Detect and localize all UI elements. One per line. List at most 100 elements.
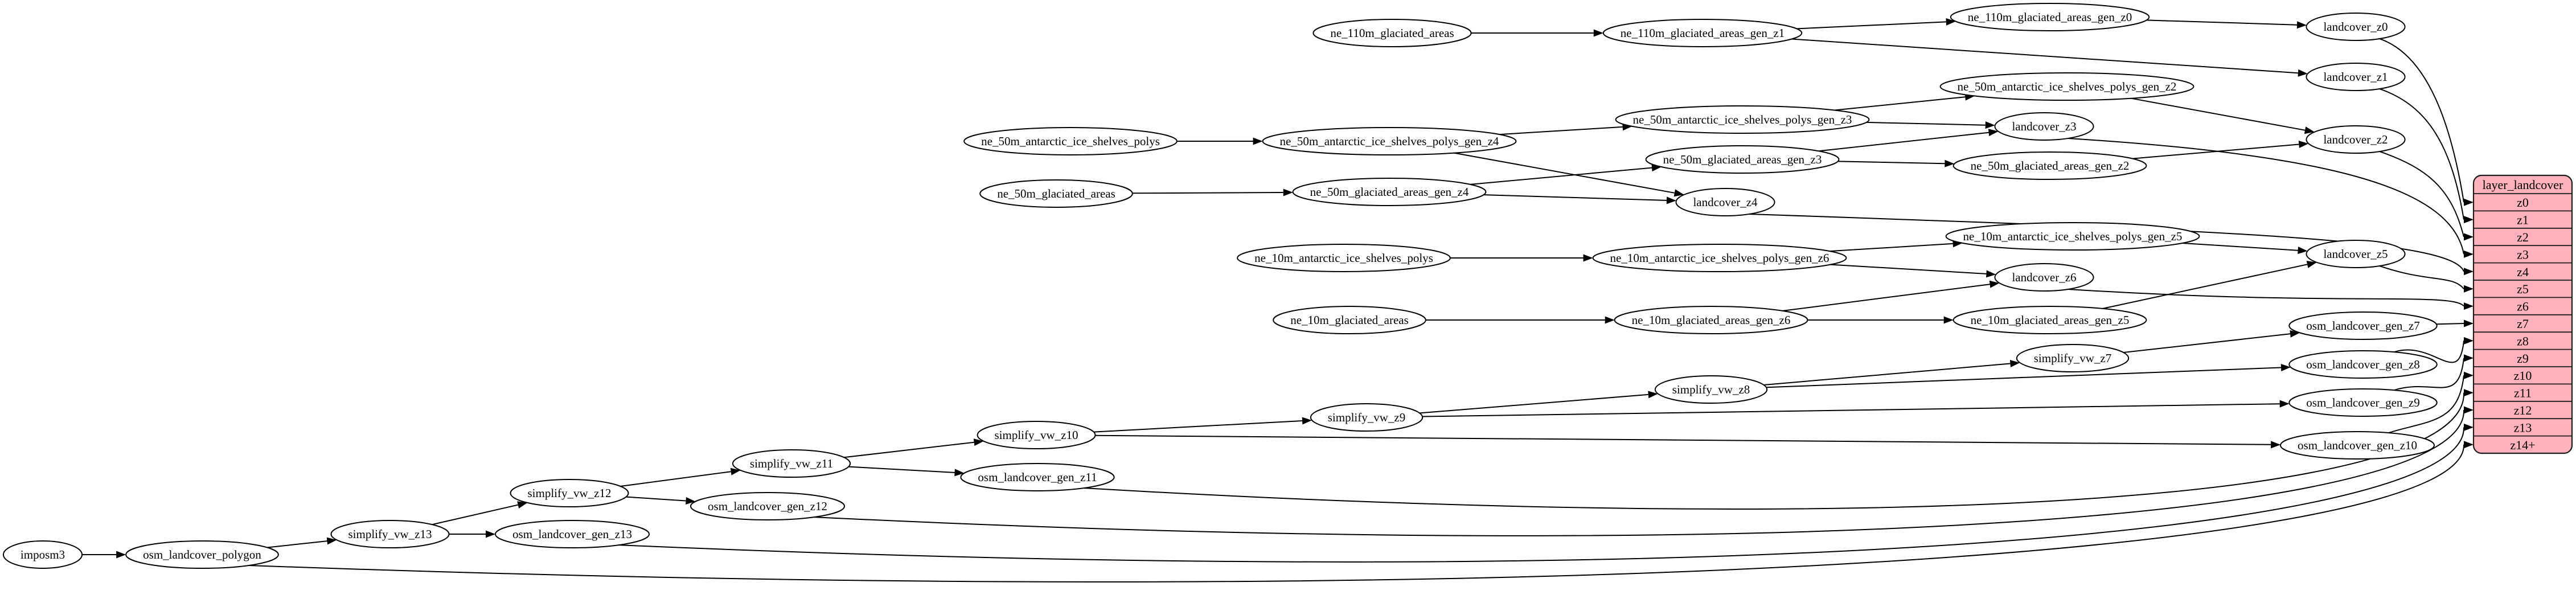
node-label: ne_10m_glaciated_areas_gen_z6: [1632, 313, 1791, 327]
arrowhead-icon: [1988, 129, 1999, 137]
node-ellipse: [2, 540, 83, 569]
edge-landcover_z1-to-z1: [2379, 88, 2474, 224]
node-ellipse: [2288, 350, 2438, 379]
table-layer: layer_landcoverz0z1z2z3z4z5z6z7z8z9z10z1…: [2472, 174, 2573, 454]
edge-landcover_z6-to-z6: [2068, 289, 2474, 310]
node-ellipse: [1237, 244, 1451, 272]
edge-ne_110m_glaciated_areas-to-ne_110m_glaciated_areas_gen_z1: [1471, 29, 1603, 37]
table-row-z11: z11: [2514, 386, 2532, 400]
arrowhead-icon: [2280, 364, 2291, 372]
node-label: ne_10m_antarctic_ice_shelves_polys_gen_z…: [1963, 229, 2183, 243]
table-row-z12: z12: [2514, 403, 2532, 417]
node-label: landcover_z0: [2323, 20, 2388, 34]
graph-node-ne_110m_glaciated_areas: ne_110m_glaciated_areas: [1312, 19, 1472, 47]
node-label: osm_landcover_gen_z8: [2306, 358, 2419, 371]
edge-path: [1791, 38, 2298, 74]
node-ellipse: [977, 421, 1096, 449]
node-label: simplify_vw_z10: [995, 428, 1078, 442]
node-label: osm_landcover_gen_z12: [708, 499, 827, 513]
arrowhead-icon: [1946, 18, 1956, 26]
node-ellipse: [495, 520, 650, 548]
edge-path: [1095, 434, 2271, 445]
edge-path: [2379, 88, 2464, 220]
arrowhead-icon: [2464, 250, 2474, 258]
edge-osm_landcover_gen_z9-to-z9: [2394, 354, 2474, 391]
node-ellipse: [960, 463, 1115, 491]
arrowhead-icon: [326, 537, 337, 545]
edge-osm_landcover_gen_z12-to-z12: [814, 406, 2474, 536]
graph-node-ne_10m_antarctic_ice_shelves_polys_gen_z5: ne_10m_antarctic_ice_shelves_polys_gen_z…: [1945, 222, 2200, 251]
node-label: ne_10m_antarctic_ice_shelves_polys: [1254, 251, 1433, 265]
edge-ne_50m_antarctic_ice_shelves_polys-to-ne_50m_antarctic_ice_shelves_polys_gen_z4: [1176, 137, 1263, 145]
graph-node-osm_landcover_gen_z12: osm_landcover_gen_z12: [690, 492, 845, 520]
node-ellipse: [1273, 306, 1426, 334]
edge-path: [814, 409, 2465, 536]
graph-node-ne_50m_glaciated_areas: ne_50m_glaciated_areas: [979, 179, 1133, 208]
edge-path: [844, 441, 974, 458]
table-row-z13: z13: [2514, 420, 2532, 434]
arrowhead-icon: [2464, 233, 2474, 241]
edge-simplify_vw_z11-to-simplify_vw_z10: [844, 438, 984, 458]
node-label: ne_10m_glaciated_areas: [1290, 313, 1409, 327]
edges-layer: [82, 18, 2474, 583]
edge-path: [618, 427, 2465, 563]
graph-node-landcover_z3: landcover_z3: [1994, 112, 2094, 141]
arrowhead-icon: [2464, 423, 2474, 431]
arrowhead-icon: [2464, 441, 2474, 449]
table-row-z10: z10: [2514, 368, 2532, 383]
table-row-z2: z2: [2517, 230, 2529, 244]
arrowhead-icon: [1666, 196, 1676, 204]
arrowhead-icon: [2009, 360, 2020, 367]
edge-simplify_vw_z7-to-osm_landcover_gen_z7: [2123, 330, 2300, 353]
table-row-z8: z8: [2517, 334, 2529, 348]
edge-landcover_z4-to-z4: [1749, 214, 2474, 276]
edge-ne_10m_glaciated_areas_gen_z6-to-landcover_z6: [1782, 280, 2000, 311]
arrowhead-icon: [1986, 270, 1996, 278]
edge-ne_10m_antarctic_ice_shelves_polys_gen_z6-to-ne_10m_antarctic_ice_shelves_polys_gen_z5: [1830, 240, 1963, 252]
edge-path: [248, 444, 2465, 583]
arrowhead-icon: [2298, 69, 2308, 77]
node-label: simplify_vw_z8: [1672, 383, 1750, 396]
arrowhead-icon: [686, 497, 696, 505]
node-ellipse: [1262, 127, 1517, 155]
node-ellipse: [1615, 105, 1870, 134]
node-ellipse: [1945, 222, 2200, 251]
edge-path: [1422, 403, 2280, 417]
arrowhead-icon: [2271, 441, 2281, 449]
graph-node-simplify_vw_z11: simplify_vw_z11: [732, 449, 851, 478]
node-ellipse: [1675, 188, 1775, 216]
edge-ne_10m_antarctic_ice_shelves_polys_gen_z5-to-landcover_z5: [2182, 243, 2308, 255]
node-label: osm_landcover_polygon: [143, 548, 261, 561]
edge-ne_50m_glaciated_areas-to-ne_50m_glaciated_areas_gen_z4: [1132, 188, 1293, 196]
edge-path: [1830, 243, 1953, 252]
node-label: landcover_z6: [2012, 270, 2076, 284]
edge-path: [267, 540, 327, 548]
arrowhead-icon: [2298, 141, 2309, 149]
node-label: simplify_vw_z13: [348, 527, 432, 541]
edge-path: [1834, 96, 1966, 111]
graph-node-osm_landcover_gen_z9: osm_landcover_gen_z9: [2288, 388, 2438, 417]
graph-node-ne_110m_glaciated_areas_gen_z1: ne_110m_glaciated_areas_gen_z1: [1602, 19, 1803, 47]
arrowhead-icon: [1651, 164, 1662, 172]
edge-osm_landcover_gen_z13-to-z13: [618, 423, 2474, 563]
graph-node-landcover_z6: landcover_z6: [1994, 263, 2094, 292]
node-label: osm_landcover_gen_z11: [978, 470, 1097, 484]
edge-path: [848, 466, 955, 473]
edge-ne_10m_antarctic_ice_shelves_polys_gen_z6-to-landcover_z6: [1830, 264, 1996, 278]
edge-path: [2379, 38, 2464, 203]
table-title: layer_landcover: [2483, 178, 2563, 192]
arrowhead-icon: [2296, 21, 2307, 29]
table-row-z0: z0: [2517, 195, 2529, 210]
edge-path: [1132, 192, 1283, 194]
node-ellipse: [510, 479, 629, 507]
graph-node-landcover_z0: landcover_z0: [2306, 13, 2406, 41]
graph-node-landcover_z1: landcover_z1: [2306, 63, 2406, 91]
node-ellipse: [1645, 145, 1840, 174]
node-ellipse: [1952, 306, 2147, 334]
node-label: ne_110m_glaciated_areas_gen_z1: [1621, 26, 1785, 40]
edge-path: [2102, 264, 2308, 309]
graph-node-ne_50m_antarctic_ice_shelves_polys_gen_z2: ne_50m_antarctic_ice_shelves_polys_gen_z…: [1939, 72, 2194, 101]
arrowhead-icon: [1673, 189, 1684, 197]
arrowhead-icon: [2464, 354, 2474, 362]
node-label: landcover_z2: [2323, 133, 2388, 146]
